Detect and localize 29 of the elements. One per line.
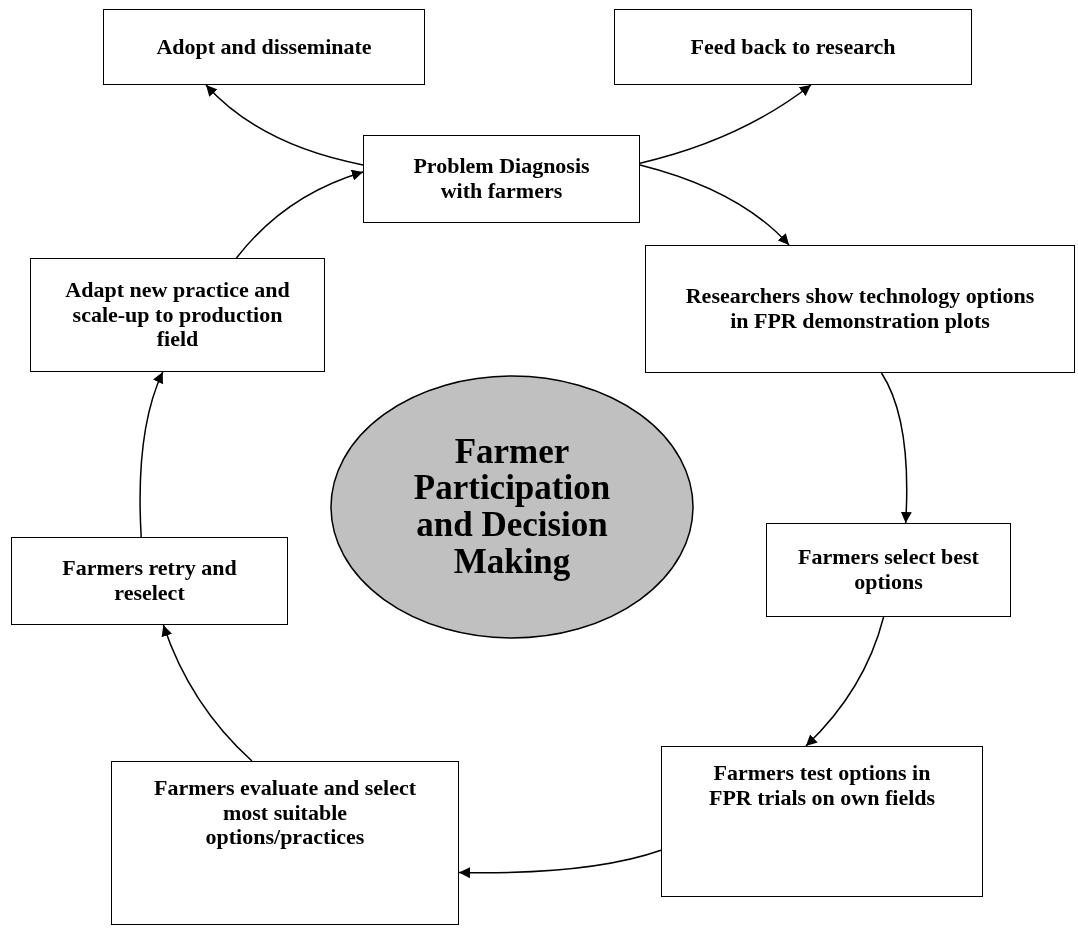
box-text: Farmers evaluate and select most suitable options/practices (152, 776, 418, 850)
box-text: Farmers retry and reselect (61, 556, 238, 606)
process-box (30, 258, 325, 372)
process-box (111, 761, 459, 925)
box-text: Adapt new practice and scale-up to production field (64, 278, 291, 352)
box-text: Farmers select best options (797, 545, 980, 595)
arrow (880, 372, 912, 524)
arrow (805, 616, 885, 747)
arrow (639, 164, 790, 246)
box-text: Farmers test options in FPR trials on own fields (707, 761, 937, 811)
process-box (363, 135, 640, 223)
arrow (161, 624, 253, 762)
box-text: Problem Diagnosis with farmers (412, 154, 591, 204)
arrow (205, 84, 364, 166)
arrow (139, 371, 164, 538)
arrow (235, 170, 364, 259)
arrow (639, 84, 812, 164)
process-box (661, 746, 983, 897)
center-title: Farmer Participation and Decision Making (412, 433, 612, 581)
central-ellipse (330, 375, 694, 639)
arrow (458, 849, 662, 879)
process-box (11, 537, 288, 625)
process-box (645, 245, 1075, 373)
box-text: Feed back to research (690, 34, 896, 60)
box-text: Adopt and disseminate (156, 34, 372, 60)
process-box (103, 9, 425, 85)
box-text: Researchers show technology options in FPR demonstration plots (684, 284, 1036, 334)
process-box (766, 523, 1011, 617)
process-box (614, 9, 972, 85)
